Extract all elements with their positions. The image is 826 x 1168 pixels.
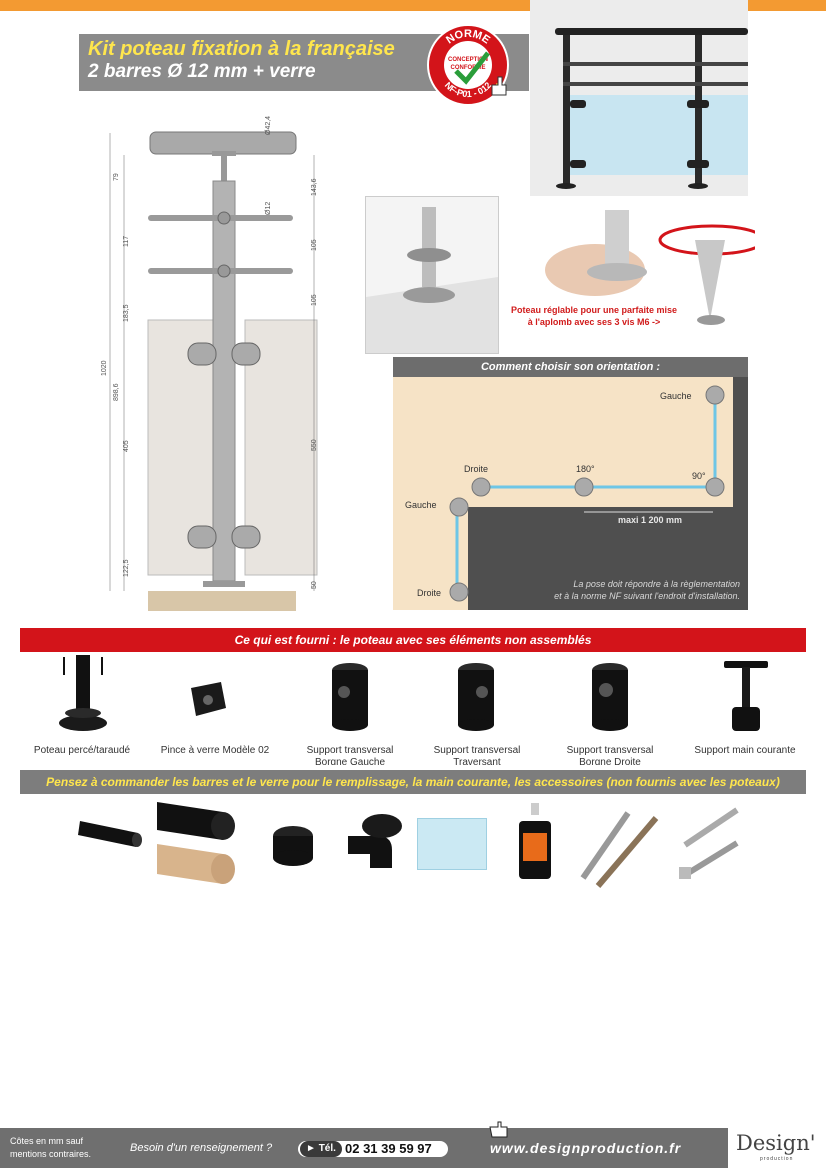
badge-top-text: NORME	[444, 28, 492, 46]
website-link[interactable]: www.designproduction.fr	[490, 1140, 682, 1156]
dim-405: 405	[123, 440, 130, 452]
support-main-courante-icon	[724, 661, 768, 731]
dim-143: 143,6	[311, 178, 318, 196]
anchor-bolts-icon	[679, 807, 739, 879]
label-90: 90°	[692, 471, 706, 481]
brand-logo-sub: production	[760, 1156, 794, 1162]
support-traversant-icon	[458, 663, 494, 731]
drill-bits-icon	[580, 811, 659, 888]
item-label-support-gauche-2: Borgne Gauche	[314, 757, 386, 765]
supplied-banner: Ce qui est fourni : le poteau avec ses é…	[20, 628, 806, 652]
item-label-support-traversant: Support transversal	[433, 745, 521, 756]
bar-icon	[78, 821, 142, 847]
poteau-icon	[59, 655, 107, 731]
dim-1020: 1020	[101, 360, 108, 376]
end-cap-icon	[273, 826, 313, 866]
dim-105b: 105	[311, 294, 318, 306]
support-borgne-gauche-icon	[332, 663, 368, 731]
dimension-drawing: 1020 898,6 79 117 183,5 405 122,5 143,6 …	[101, 116, 318, 611]
item-label-support-gauche: Support transversal	[306, 745, 394, 756]
tel-label-text: Tél.	[318, 1143, 336, 1154]
top-accent-bar	[0, 0, 826, 11]
item-label-pince: Pince à verre Modèle 02	[160, 745, 270, 756]
pointer-hand-icon	[489, 1121, 508, 1138]
footer-help-text: Besoin d'un renseignement ?	[130, 1142, 273, 1154]
item-label-support-traversant-2: Traversant	[453, 757, 501, 765]
adjust-screw-photo	[545, 210, 755, 325]
svg-text:NORME: NORME	[444, 28, 492, 46]
pointer-hand-icon	[491, 76, 507, 96]
dim-79: 79	[113, 173, 120, 181]
orientation-panel	[393, 357, 748, 610]
dim-183: 183,5	[123, 304, 130, 322]
brand-logo: Design'	[736, 1131, 816, 1155]
item-label-main-courante: Support main courante	[694, 745, 796, 756]
order-banner: Pensez à commander les barres et le verr…	[20, 770, 806, 794]
support-borgne-droite-icon	[592, 663, 628, 731]
dim-122: 122,5	[123, 559, 130, 577]
norme-badge: NORME NF-P01 - 012 CONCEPTION CONFORME *	[427, 24, 509, 106]
logo-box	[728, 1128, 826, 1168]
note-line-1: La pose doit répondre à la règlementatio…	[573, 579, 740, 589]
elbow-icon	[348, 814, 402, 868]
label-180: 180°	[576, 464, 595, 474]
glass-panel-icon	[417, 818, 487, 870]
item-label-support-droite-2: Borgne Droite	[579, 757, 641, 765]
note-line-2: et à la norme NF suivant l'endroit d'ins…	[554, 591, 740, 601]
footer-note-line-2: mentions contraires.	[10, 1149, 92, 1159]
badge-middle-2: CONFORME	[451, 65, 486, 71]
dim-d12: Ø12	[265, 202, 272, 215]
dim-898: 898,6	[113, 383, 120, 401]
item-label-poteau: Poteau percé/taraudé	[33, 745, 131, 756]
footer-note-line-1: Côtes en mm sauf	[10, 1136, 84, 1146]
dim-50: 50	[311, 581, 318, 589]
adjust-caption: Poteau réglable pour une parfaite mise à…	[510, 305, 678, 327]
handrail-icon	[157, 802, 235, 884]
label-gauche-left: Gauche	[405, 500, 437, 510]
check-icon	[454, 51, 490, 85]
item-label-support-droite: Support transversal	[566, 745, 654, 756]
dim-105a: 105	[311, 239, 318, 251]
page-subtitle: 2 barres Ø 12 mm + verre	[88, 61, 316, 82]
footer-note: Côtes en mm sauf mentions contraires.	[10, 1135, 91, 1161]
railing-photo	[530, 0, 748, 196]
dim-d42: Ø42,4	[265, 116, 272, 135]
label-droite-mid: Droite	[464, 464, 489, 474]
tel-label: ► Tél.	[300, 1141, 342, 1157]
orientation-note: La pose doit répondre à la règlementatio…	[480, 578, 740, 602]
label-max-distance: maxi 1 200 mm	[618, 515, 683, 525]
label-gauche-top: Gauche	[660, 391, 692, 401]
dim-117: 117	[123, 236, 130, 247]
phone-number[interactable]: 02 31 39 59 97	[345, 1141, 432, 1156]
badge-middle-1: CONCEPTION	[448, 57, 488, 63]
orientation-heading: Comment choisir son orientation :	[393, 357, 748, 377]
post-base-photo	[365, 196, 499, 354]
threadlock-icon	[519, 803, 551, 879]
page-title: Kit poteau fixation à la française	[88, 38, 395, 60]
label-droite-bottom: Droite	[417, 588, 442, 598]
dim-550: 550	[311, 439, 318, 451]
glass-clamp-icon	[191, 682, 226, 716]
